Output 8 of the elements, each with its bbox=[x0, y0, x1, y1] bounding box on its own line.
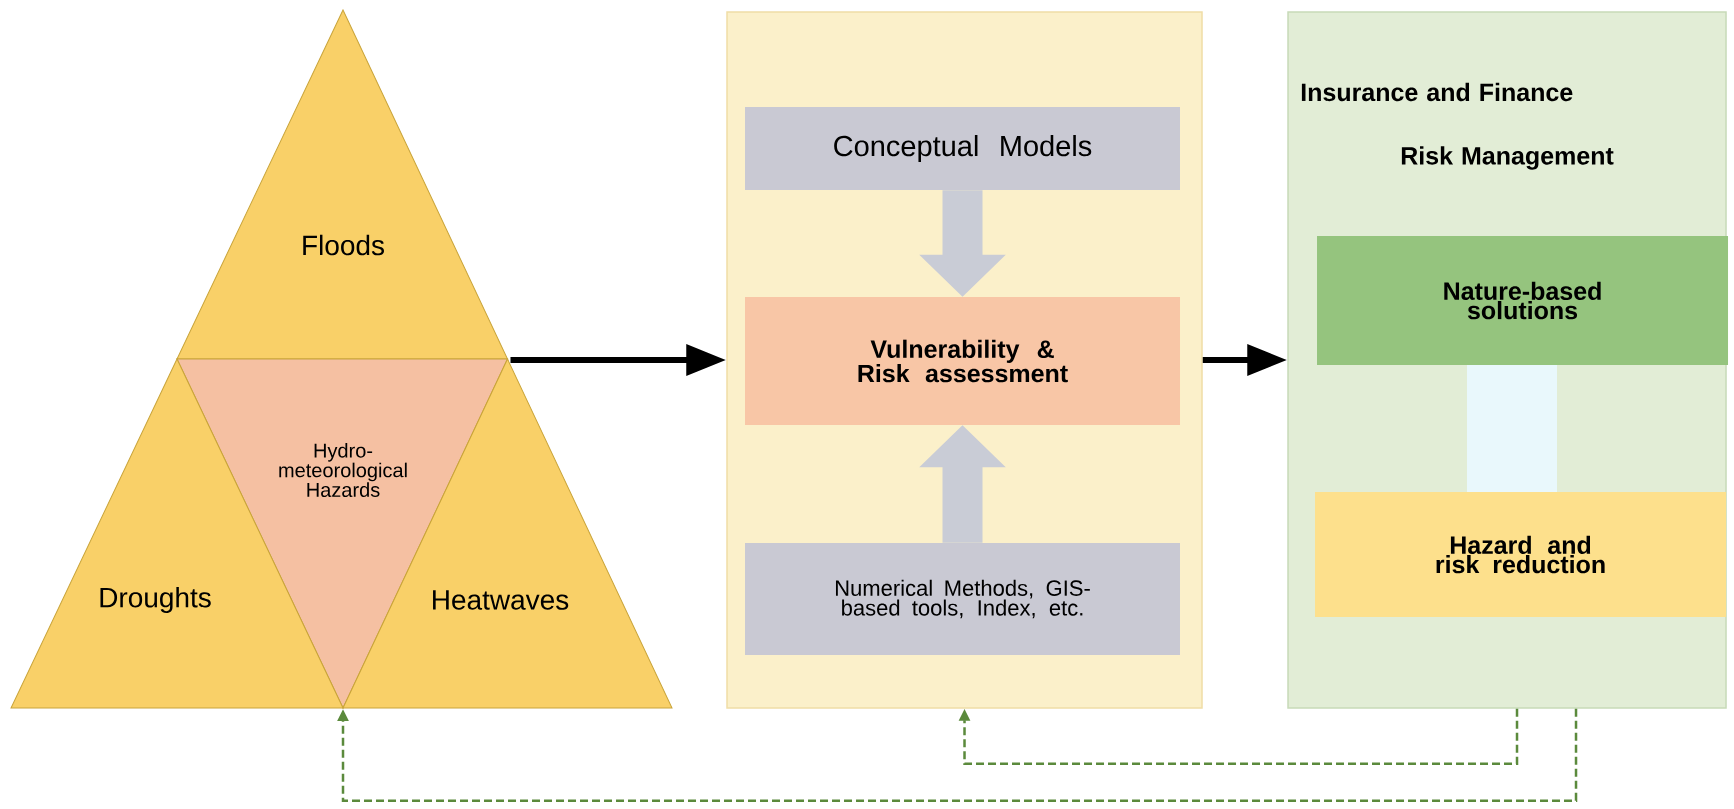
method-box: Numerical Methods, GIS- based tools, Index, etc. bbox=[745, 543, 1180, 655]
triangle-segment: Floods bbox=[176, 9, 508, 360]
method-box: Conceptual Models bbox=[745, 107, 1180, 190]
feedback-arrow bbox=[958, 708, 1519, 765]
solution-box: Hazard and risk reduction bbox=[1315, 492, 1726, 617]
feedback-arrow bbox=[337, 708, 1578, 802]
solution-box: Nature-based solutions bbox=[1317, 236, 1728, 365]
assessment-box: Vulnerability & Risk assessment bbox=[745, 297, 1180, 425]
